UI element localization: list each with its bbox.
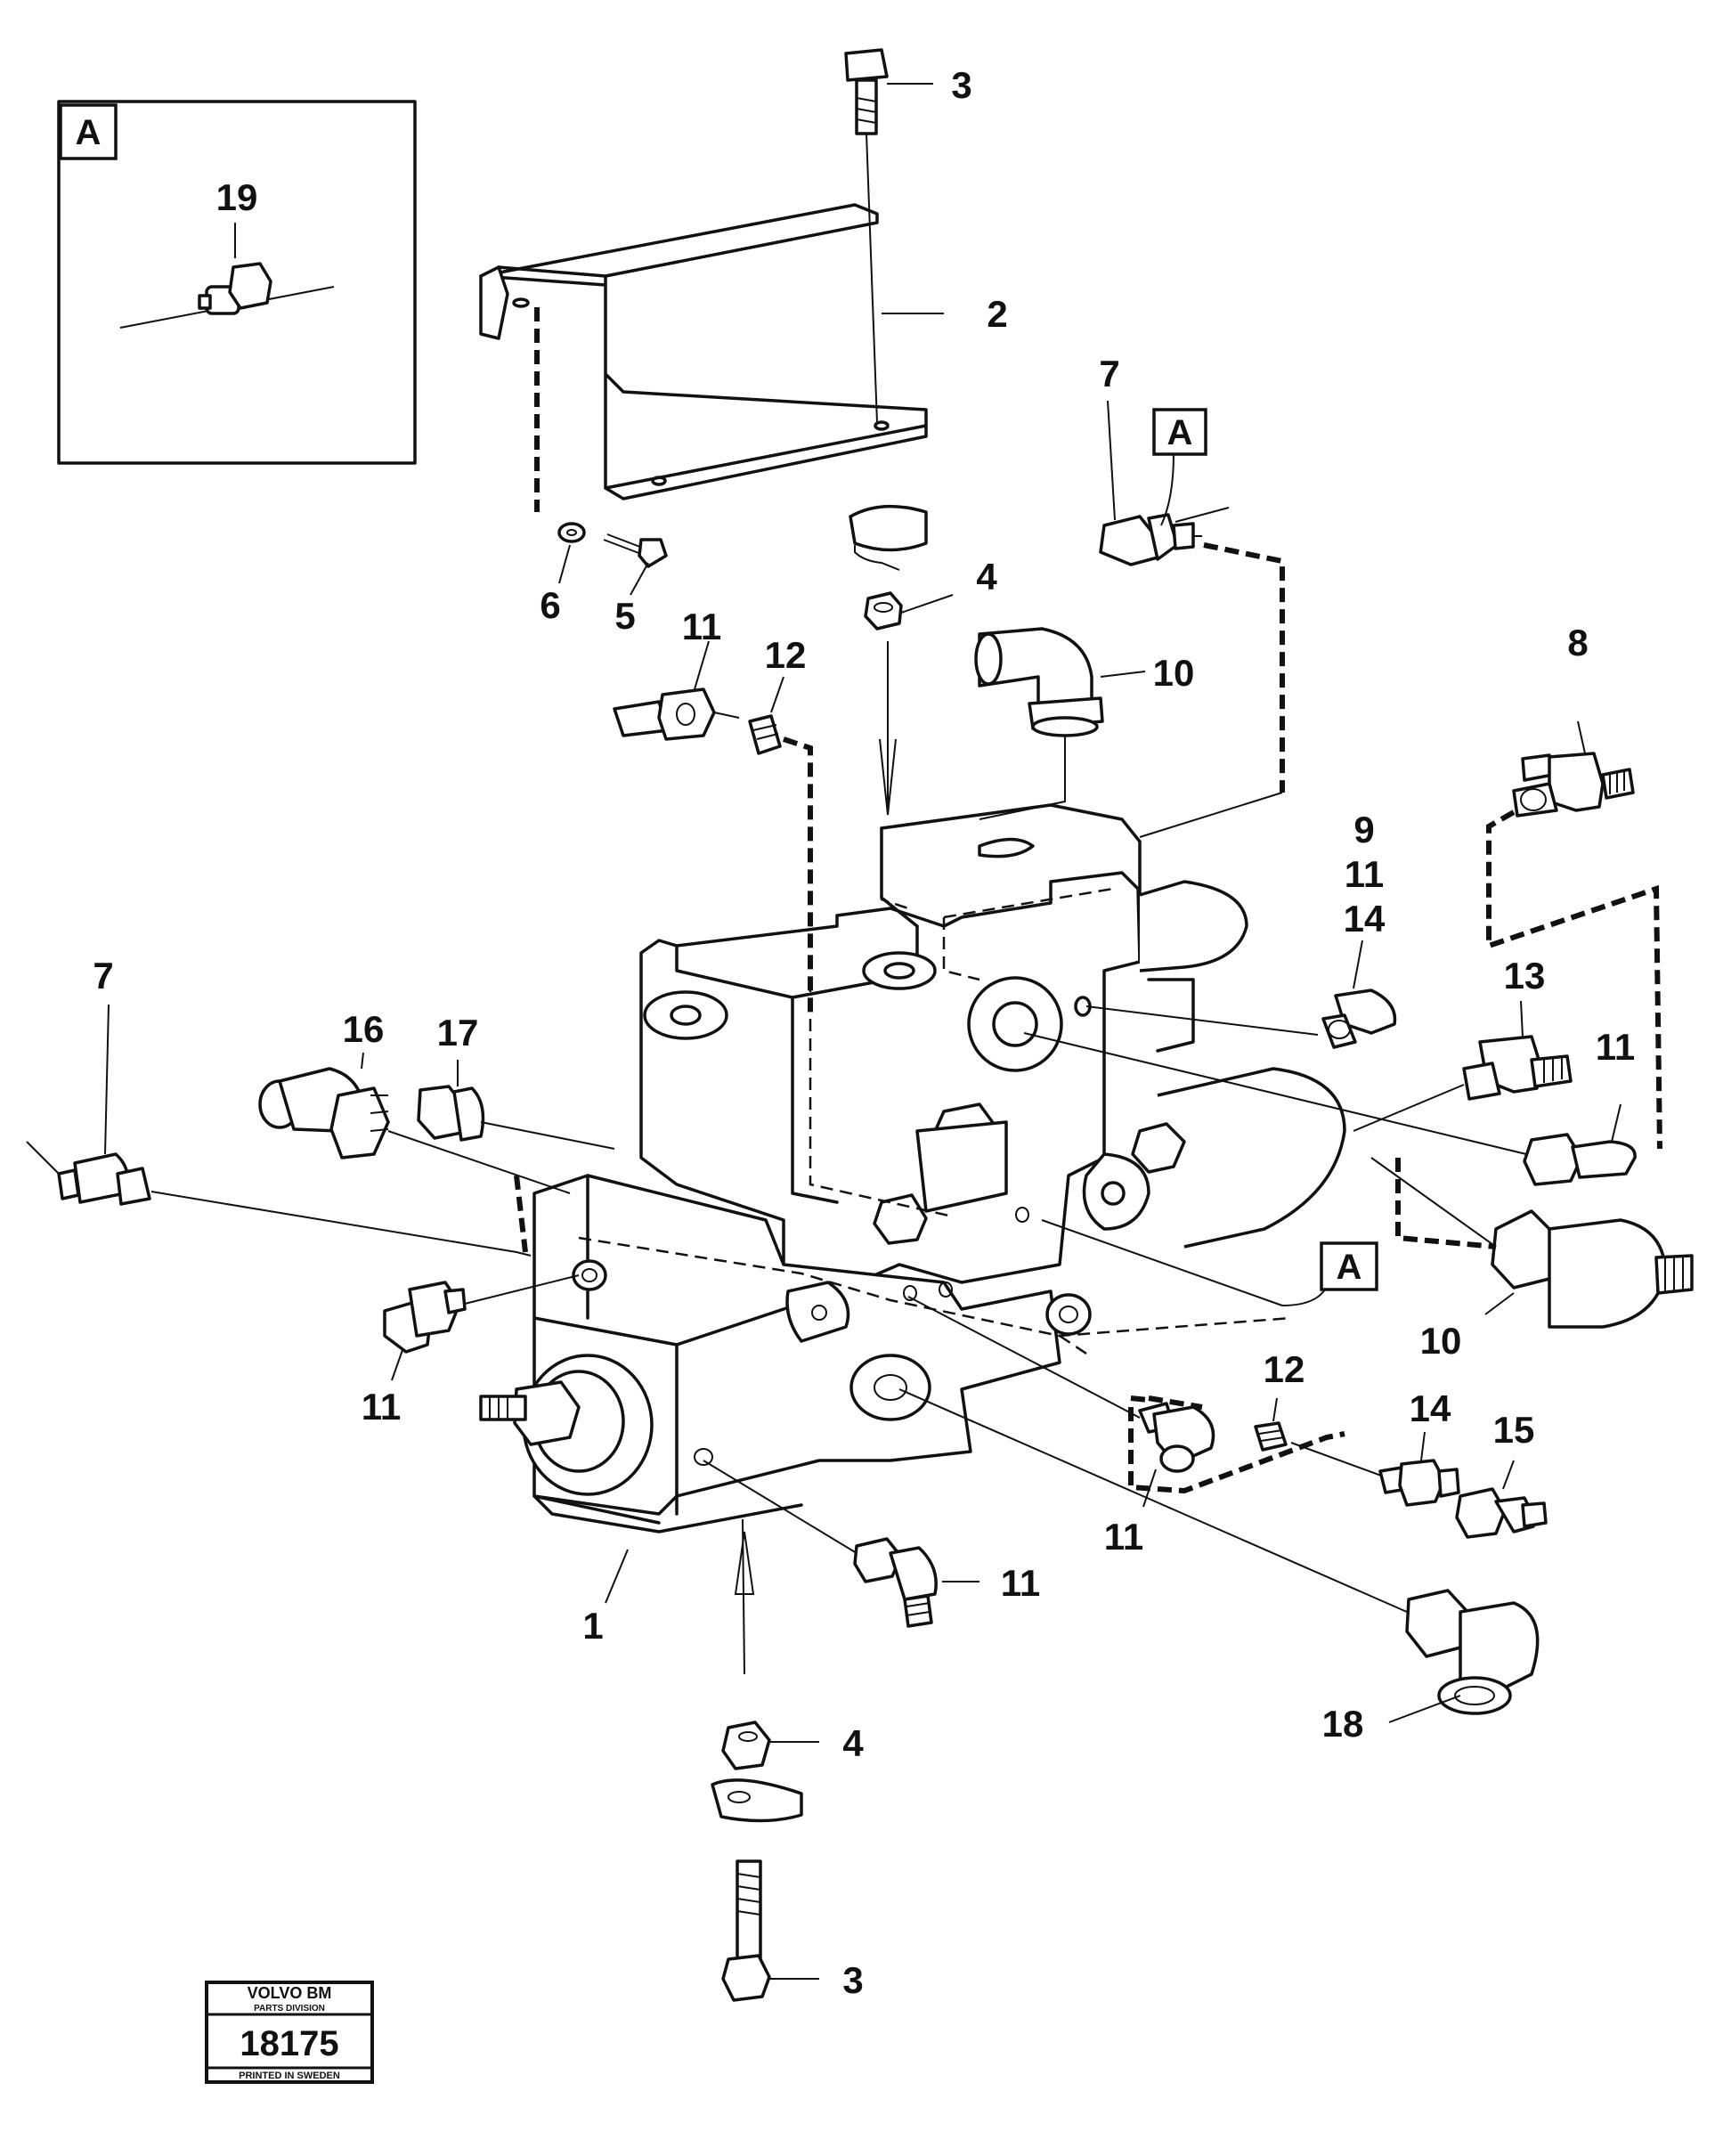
part-4-washer-bottom: [711, 1778, 803, 1823]
ref-marker-a-mid-label: A: [1337, 1248, 1362, 1287]
callout-8: 8: [1567, 622, 1588, 663]
part-18-elbow: [1405, 1589, 1540, 1715]
part-7-sensor-top: [1099, 513, 1202, 566]
part-13-tee: [1462, 1035, 1573, 1101]
callout-14-bottom: 14: [1410, 1387, 1451, 1429]
part-10-elbow-right: [1491, 1209, 1694, 1329]
callout-18: 18: [1322, 1703, 1364, 1745]
callout-11-d: 11: [1104, 1516, 1143, 1558]
badge-division: PARTS DIVISION: [254, 2004, 325, 2014]
ref-marker-a-mid: [1320, 1241, 1378, 1291]
callout-19: 19: [216, 176, 258, 218]
part-16-elbow: [258, 1067, 390, 1159]
callout-11-a: 11: [682, 606, 721, 647]
callout-13: 13: [1504, 955, 1546, 997]
part-11-elbow-right: [1523, 1133, 1637, 1186]
callout-11-c: 11: [362, 1386, 401, 1428]
part-4-nut-bottom: [721, 1721, 771, 1770]
callout-5: 5: [614, 595, 635, 637]
part-15-elbow-lower: [1455, 1487, 1548, 1539]
part-3-bolt-top: [844, 48, 889, 424]
inset-ref-letter: A: [76, 113, 102, 152]
callout-7-top: 7: [1099, 353, 1119, 395]
callout-2: 2: [987, 293, 1007, 335]
part-2-bracket: [479, 203, 928, 500]
badge-brand: VOLVO BM: [248, 1984, 332, 2002]
part-19-fitting: [198, 262, 272, 315]
badge-footer: PRINTED IN SWEDEN: [239, 2071, 340, 2081]
part-11-fitting-top: [613, 687, 740, 741]
part-4-washer-nut-top: [849, 504, 928, 631]
ref-marker-a-top: [1152, 408, 1207, 456]
part-11-fitting-lower-mid: [1138, 1402, 1215, 1473]
part-12-plug-top: [748, 714, 782, 755]
callout-7-left: 7: [93, 955, 113, 997]
callout-15: 15: [1493, 1409, 1535, 1451]
part-12-plug-lower: [1254, 1421, 1288, 1452]
callout-11-b: 11: [1596, 1026, 1635, 1068]
callout-17: 17: [437, 1012, 479, 1054]
volvo-parts-badge: VOLVO BM PARTS DIVISION 18175 PRINTED IN…: [205, 1981, 374, 2084]
callout-6: 6: [540, 584, 560, 626]
callout-10-top: 10: [1153, 652, 1195, 694]
callout-4-top: 4: [976, 556, 997, 598]
callout-10-right: 10: [1420, 1320, 1462, 1362]
callout-12-bottom: 12: [1264, 1348, 1305, 1390]
callout-14-stack: 14: [1344, 898, 1386, 940]
badge-number: 18175: [240, 2024, 338, 2063]
part-11-elbow-lower: [853, 1537, 938, 1628]
part-3-bolt-bottom: [721, 1859, 771, 2002]
part-9-fitting: [1321, 989, 1397, 1049]
callout-4-bottom: 4: [842, 1722, 864, 1764]
callout-3-top: 3: [951, 64, 971, 106]
part-11-fitting-left: [383, 1281, 467, 1354]
part-5-screw: [603, 533, 668, 568]
part-14-fitting-lower: [1378, 1459, 1460, 1507]
part-7-sensor-left: [57, 1152, 151, 1206]
inset-ref-box: [59, 103, 118, 160]
ref-marker-a-top-label: A: [1167, 413, 1193, 452]
part-8-tee: [1512, 752, 1635, 818]
callout-11-e: 11: [1001, 1562, 1040, 1604]
callout-12-top: 12: [765, 634, 807, 676]
callout-16: 16: [343, 1008, 385, 1050]
part-17-plug: [417, 1085, 485, 1142]
callout-3-bottom: 3: [842, 1959, 863, 2001]
callout-1: 1: [582, 1605, 603, 1647]
callout-11-stack: 11: [1345, 853, 1384, 895]
part-10-elbow-top: [974, 627, 1104, 737]
callout-9: 9: [1353, 809, 1374, 850]
part-1-valve-block: [479, 803, 1346, 1534]
part-6-washer: [557, 522, 586, 543]
detail-inset-a: A 19: [57, 100, 417, 465]
